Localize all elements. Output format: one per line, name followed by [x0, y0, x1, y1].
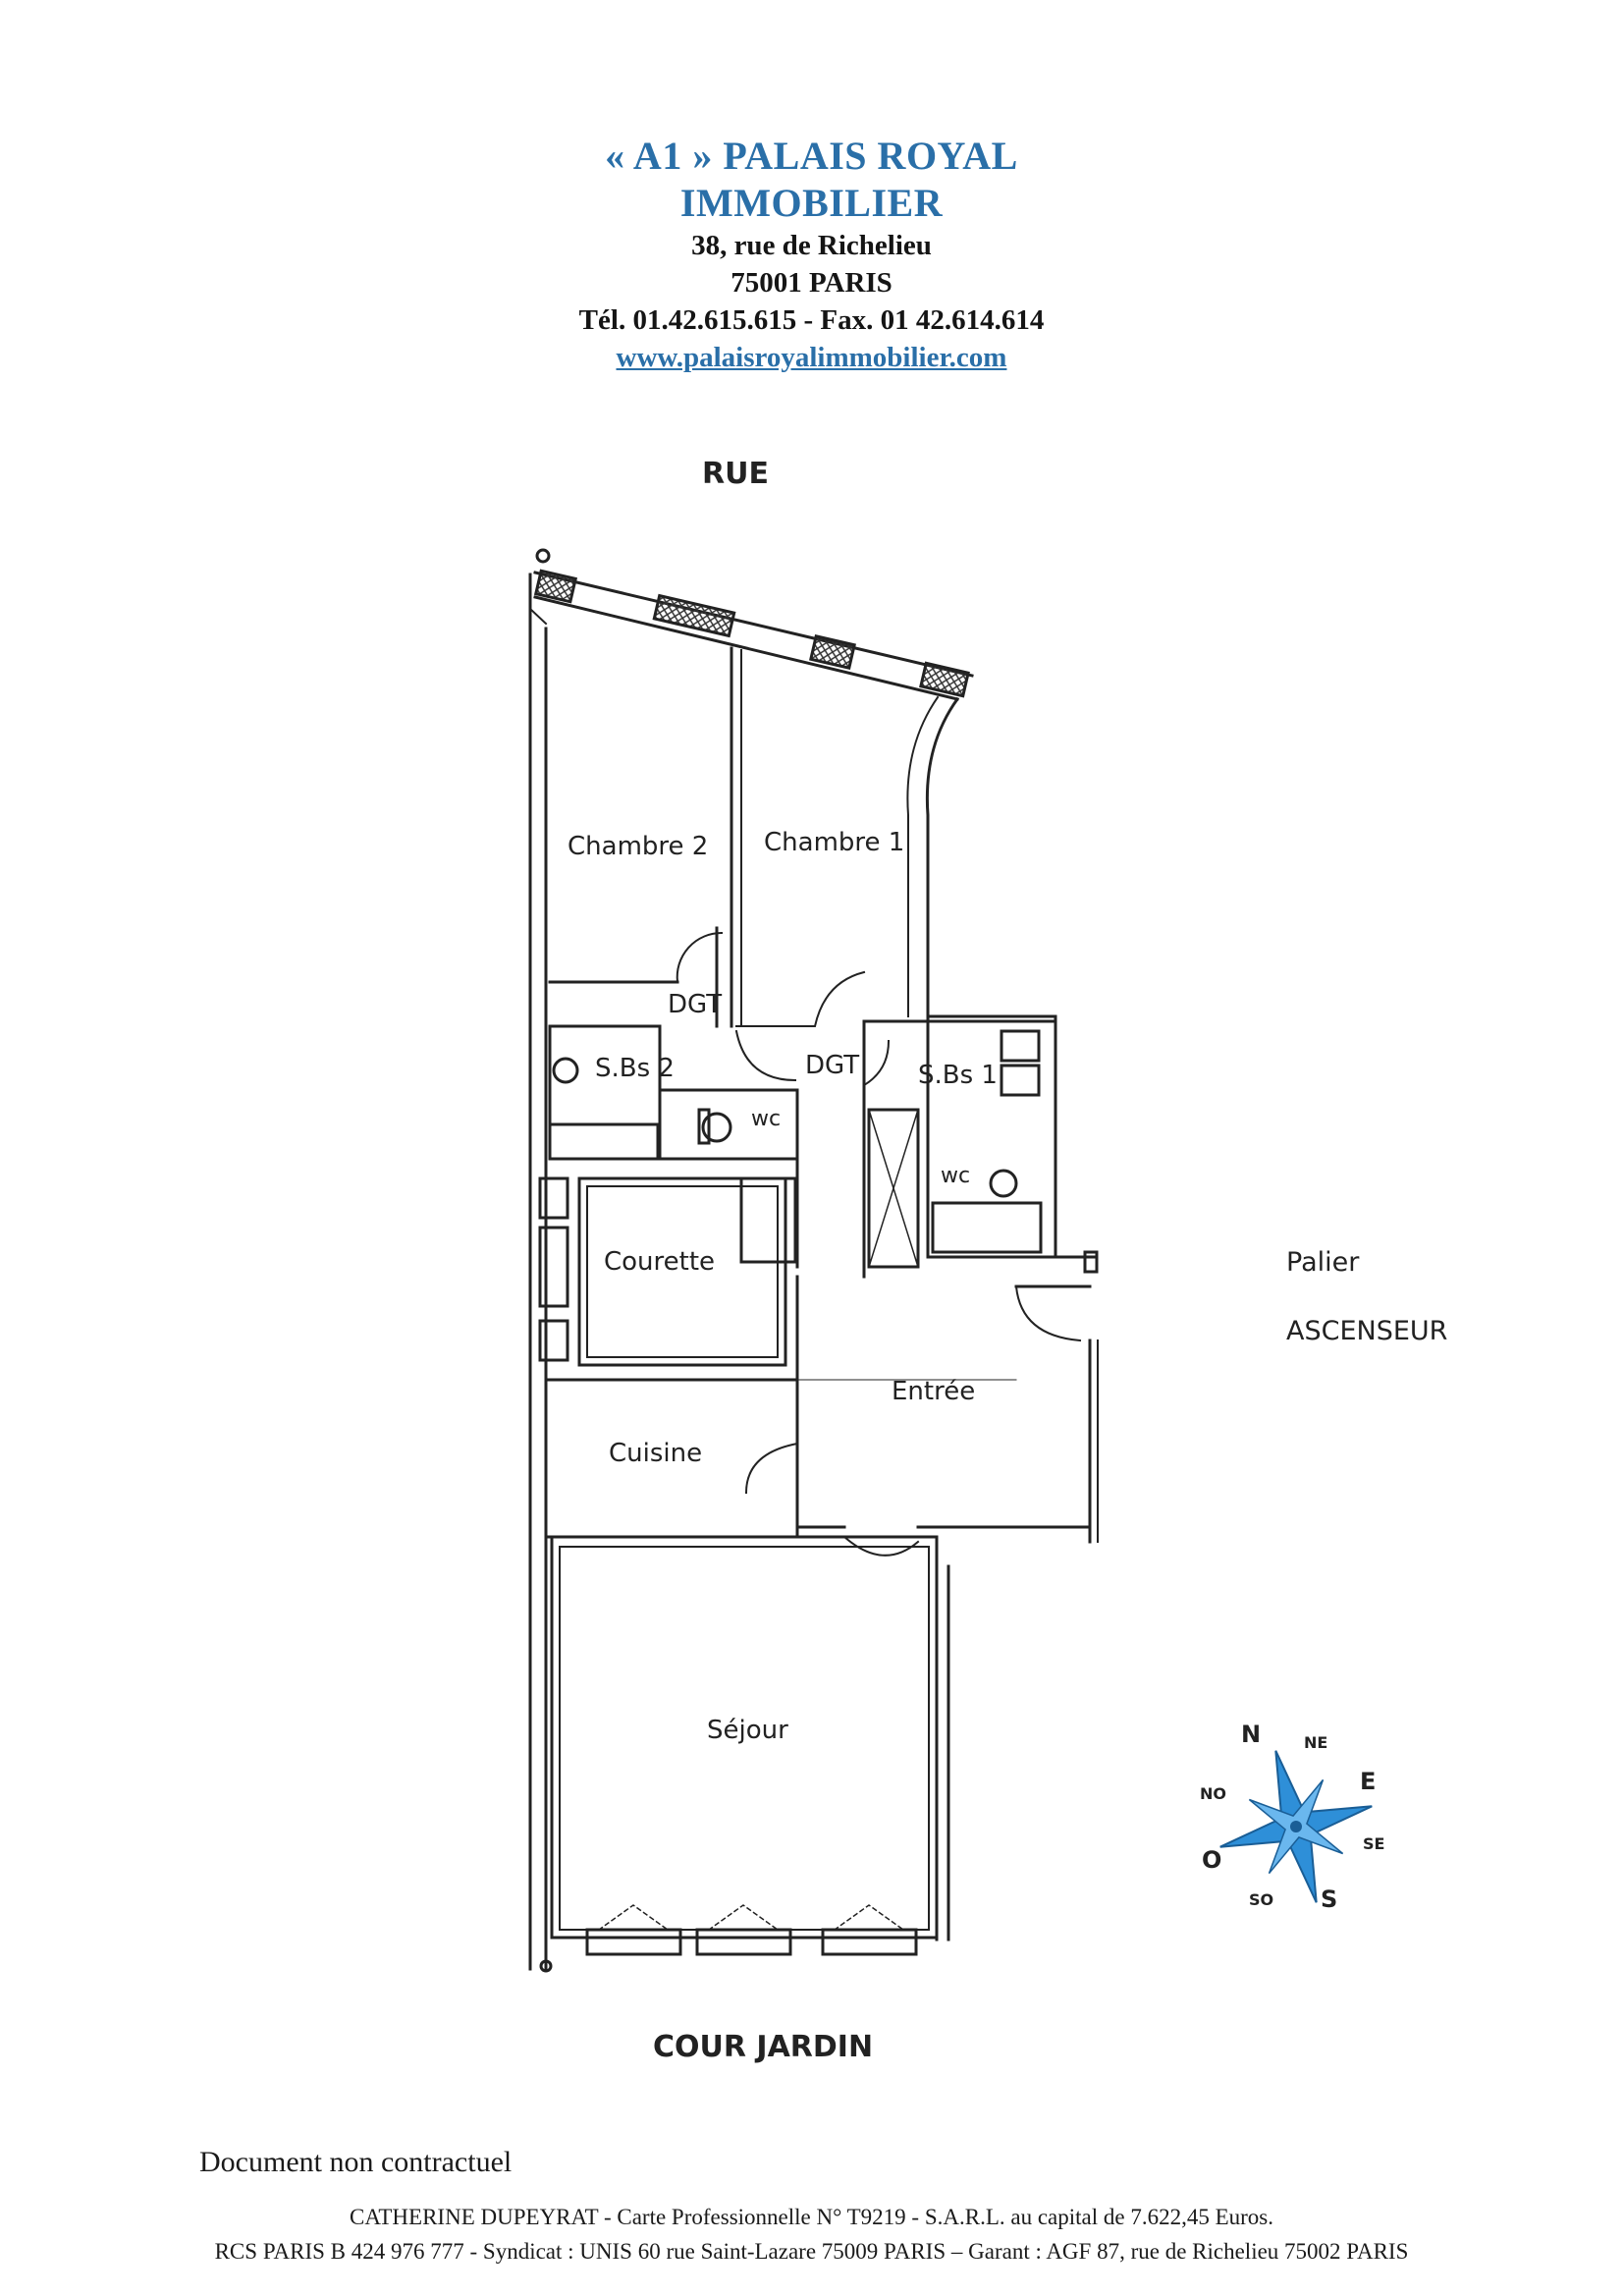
- door-arc-dgt-center: [735, 970, 866, 1027]
- bathroom2: [548, 1024, 662, 1161]
- agency-street-address: 38, rue de Richelieu: [691, 230, 932, 261]
- room-label-dgt-center: DGT: [805, 1051, 860, 1080]
- compass-west-label: O: [1202, 1846, 1222, 1874]
- room-label-entree: Entrée: [892, 1377, 976, 1406]
- agency-name-line1: « A1 » PALAIS ROYAL: [605, 134, 1018, 178]
- street-facade-wall: [533, 569, 974, 701]
- top-street-label: RUE: [702, 457, 769, 491]
- left-exterior-wall: [528, 573, 548, 1971]
- door-arc-entrance: [1014, 1285, 1082, 1342]
- shower-closet: [867, 1108, 920, 1269]
- disclaimer-text: Document non contractuel: [199, 2146, 513, 2178]
- agency-header: « A1 » PALAIS ROYAL IMMOBILIER 38, rue d…: [0, 133, 1623, 376]
- legal-line-2: RCS PARIS B 424 976 777 - Syndicat : UNI…: [214, 2239, 1409, 2264]
- compass-south-label: S: [1321, 1886, 1338, 1913]
- agency-city: 75001 PARIS: [730, 267, 893, 299]
- bedroom1-right-wall: [906, 695, 960, 1018]
- kitchen: [544, 1275, 799, 1539]
- compass-rose-icon: [1219, 1750, 1373, 1903]
- bottom-street-label: COUR JARDIN: [653, 2030, 874, 2064]
- room-label-chambre1: Chambre 1: [764, 828, 905, 857]
- room-label-cuisine: Cuisine: [609, 1439, 703, 1468]
- palier-label: Palier: [1286, 1247, 1360, 1278]
- compass-southwest-label: SO: [1249, 1890, 1274, 1909]
- courette: [538, 1176, 797, 1367]
- compass-northwest-label: NO: [1200, 1784, 1226, 1803]
- compass-southeast-label: SE: [1363, 1834, 1385, 1853]
- compass-northeast-label: NE: [1304, 1733, 1328, 1752]
- room-label-chambre2: Chambre 2: [568, 832, 709, 861]
- living-room: [539, 1535, 950, 1973]
- ascenseur-label: ASCENSEUR: [1286, 1316, 1448, 1346]
- bathroom1: [926, 1014, 1057, 1259]
- wc-left: [658, 1088, 799, 1161]
- corner-marker: [535, 548, 551, 564]
- door-arc-dgt-left: [676, 931, 724, 984]
- agency-name-line2: IMMOBILIER: [679, 181, 944, 225]
- room-label-sejour: Séjour: [707, 1716, 788, 1745]
- compass-north-label: N: [1241, 1721, 1262, 1748]
- legal-line-1: CATHERINE DUPEYRAT - Carte Professionnel…: [349, 2205, 1273, 2229]
- agency-phone-fax: Tél. 01.42.615.615 - Fax. 01 42.614.614: [578, 304, 1045, 336]
- room-label-sbs1: S.Bs 1: [918, 1061, 998, 1090]
- compass-east-label: E: [1360, 1768, 1377, 1795]
- room-label-wc-right: wc: [941, 1164, 971, 1188]
- room-label-wc-left: wc: [751, 1107, 782, 1131]
- room-label-courette: Courette: [604, 1247, 716, 1277]
- room-label-dgt-left: DGT: [668, 990, 723, 1019]
- room-label-sbs2: S.Bs 2: [595, 1054, 675, 1083]
- agency-website-link[interactable]: www.palaisroyalimmobilier.com: [616, 342, 1007, 373]
